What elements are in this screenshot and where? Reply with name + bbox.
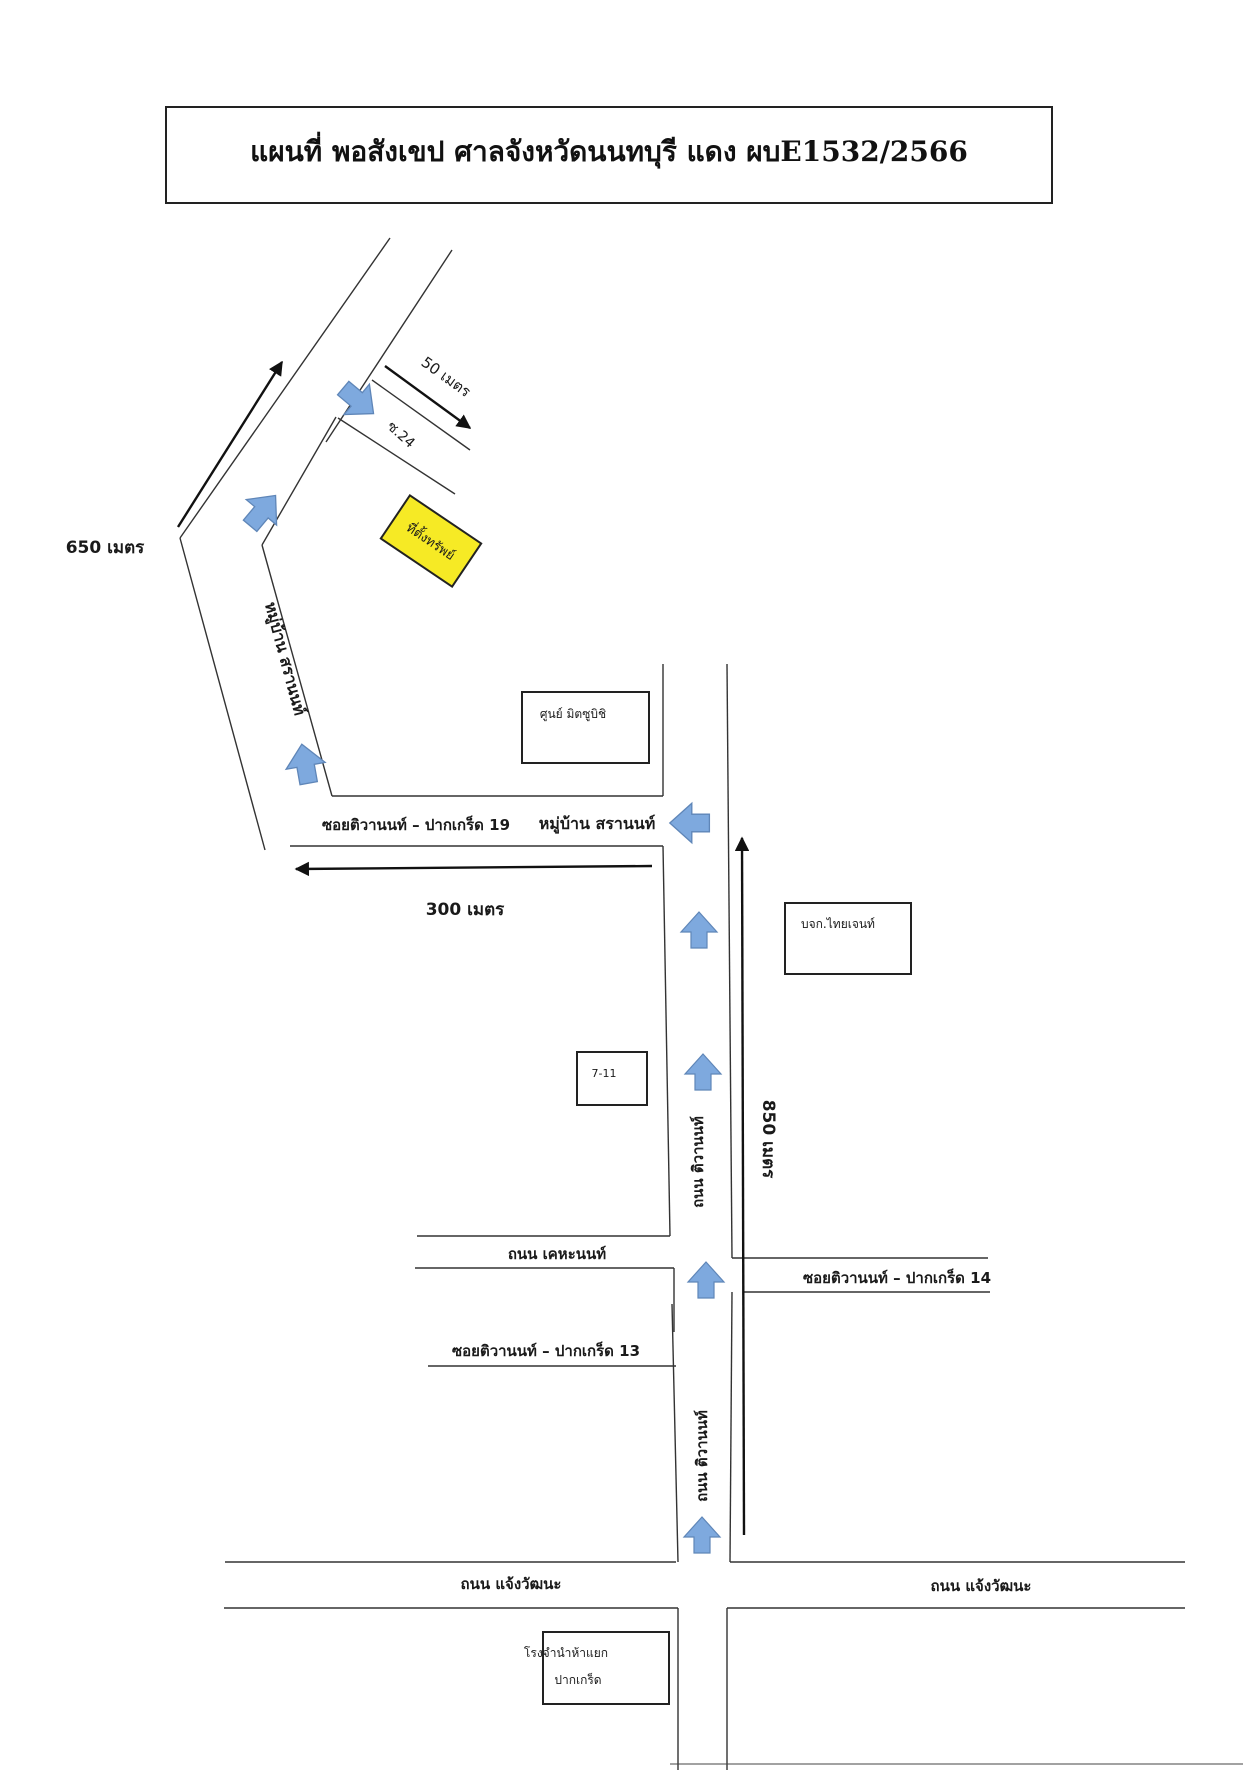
soi-14-road [732,1257,990,1293]
distance-650-left-label: 650 เมตร [66,538,145,558]
landmark-school-label-2: ปากเกร็ด [554,1672,601,1687]
soi-19-road [290,664,664,847]
chaengwattana-road [224,1561,1243,1765]
chaengwattana-left-label: ถนน แจ้งวัฒนะ [461,1575,562,1593]
distance-arrow-icon [176,360,750,1536]
map-title: แผนที่ พอสังเขป ศาลจังหวัดนนทบุรี แดง ผบ… [250,131,968,169]
distance-850-label: 850 เมตร [758,1100,778,1179]
landmark-thaigen: บจก.ไทยเจนท์ [784,902,912,975]
landmark-school-label-1: โรงจำนำห้าแยก [524,1646,608,1660]
tiwanon-road [662,663,733,1770]
village-road-lines [179,237,471,851]
village-entrance-label: หมู่บ้าน สรานนท์ [539,814,656,835]
distance-300-label: 300 เมตร [426,900,505,920]
soi-19-label: ซอยติวานนท์ – ปากเกร็ด 19 [322,815,510,834]
property-marker: ที่ตั้งทรัพย์ [379,494,483,588]
landmark-7-11: 7-11 [576,1051,648,1106]
landmark-thaigen-label: บจก.ไทยเจนท์ [801,917,875,931]
landmark-mitsubishi-label: ศูนย์ มิตซูบิชิ [540,707,606,722]
soi-13-label: ซอยติวานนท์ – ปากเกร็ด 13 [452,1341,640,1360]
title-box: แผนที่ พอสังเขป ศาลจังหวัดนนทบุรี แดง ผบ… [165,106,1053,204]
chaengwattana-right-label: ถนน แจ้งวัฒนะ [931,1577,1032,1595]
tiwanon-lower-label: ถนน ติวานนท์ [693,1410,711,1502]
landmark-school: โรงจำนำห้าแยก ปากเกร็ด [524,1631,670,1705]
soi-14-label: ซอยติวานนท์ – ปากเกร็ด 14 [803,1268,991,1287]
distance-50-label: 50 เมตร [418,353,474,401]
route-arrow-icon [234,372,725,1554]
kehanon-label: ถนน เคหะนนท์ [508,1245,606,1263]
soi-24-label: ซ.24 [384,418,418,451]
kehanon-road [415,1235,676,1367]
landmark-7-11-label: 7-11 [592,1067,617,1080]
landmark-mitsubishi: ศูนย์ มิตซูบิชิ [521,691,650,764]
village-road-label: หมู่บ้าน สรานนท์ [259,600,309,718]
tiwanon-upper-label: ถนน ติวานนท์ [689,1116,707,1208]
